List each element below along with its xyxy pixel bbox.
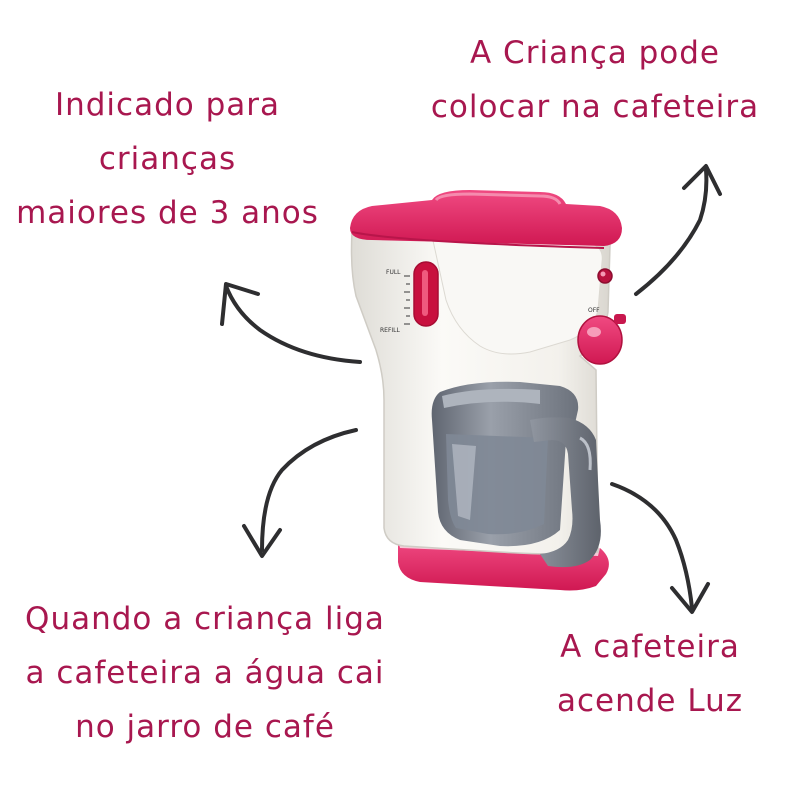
gauge-full-label: FULL — [386, 269, 401, 276]
caption-line: crianças — [98, 141, 237, 177]
arrow-to-child-caption — [634, 164, 722, 296]
caption-line: no jarro de café — [75, 709, 335, 745]
water-level-gauge: FULL REFILL — [380, 261, 439, 334]
caption-line: Quando a criança liga — [25, 601, 385, 637]
caption-line: A Criança pode — [470, 35, 720, 71]
arrow-to-light-caption — [610, 482, 710, 614]
gauge-refill-label: REFILL — [380, 327, 401, 334]
caption-line: Indicado para — [54, 87, 281, 123]
power-light — [597, 268, 613, 284]
lid — [350, 190, 622, 249]
caption-line: a cafeteira a água cai — [25, 655, 385, 691]
arrow-to-water-caption — [242, 428, 358, 558]
caption-child-can-fill: A Criança pode colocar na cafeteira — [410, 26, 780, 134]
caption-line: maiores de 3 anos — [16, 195, 319, 231]
power-switch-knob[interactable] — [577, 314, 626, 365]
arrow-to-age-caption — [220, 282, 362, 364]
caption-lights-up: A cafeteira acende Luz — [520, 620, 780, 728]
coffee-jug[interactable] — [431, 381, 601, 568]
caption-water-falls: Quando a criança liga a cafeteira a água… — [0, 592, 410, 754]
caption-age-recommendation: Indicado para crianças maiores de 3 anos — [0, 78, 335, 240]
switch-off-label: OFF — [588, 307, 600, 314]
caption-line: acende Luz — [556, 683, 743, 719]
caption-line: colocar na cafeteira — [430, 89, 760, 125]
caption-line: A cafeteira — [560, 629, 740, 665]
